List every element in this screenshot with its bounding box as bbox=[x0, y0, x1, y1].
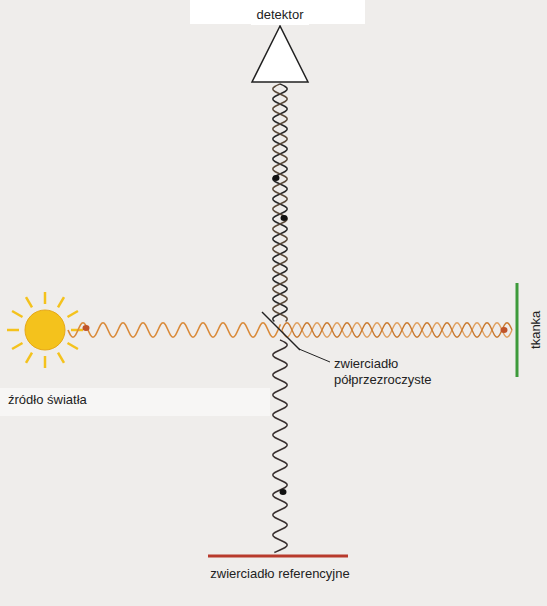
light-wave bbox=[282, 323, 512, 337]
sun-ray bbox=[68, 311, 78, 317]
reference-mirror bbox=[208, 555, 348, 558]
light-wave bbox=[273, 84, 287, 322]
label-panel bbox=[0, 388, 270, 416]
label-panel bbox=[190, 0, 365, 24]
photon-dot bbox=[83, 325, 90, 331]
light-wave bbox=[273, 84, 287, 322]
sun-ray bbox=[44, 356, 47, 368]
sun-ray bbox=[44, 292, 47, 304]
sun-ray bbox=[26, 353, 32, 363]
leader-line bbox=[299, 349, 330, 362]
sun-ray bbox=[58, 353, 64, 363]
photon-dot bbox=[273, 175, 280, 181]
light-wave bbox=[68, 323, 281, 337]
tissue-line bbox=[516, 283, 519, 377]
light-wave bbox=[273, 340, 287, 553]
sun-ray bbox=[7, 329, 19, 332]
sun-ray bbox=[12, 311, 22, 317]
sun-ray bbox=[26, 297, 32, 307]
photon-dot bbox=[280, 489, 287, 495]
sun-ray bbox=[12, 343, 22, 349]
label: detektor bbox=[251, 5, 310, 25]
beam-splitter bbox=[262, 312, 300, 350]
light-source bbox=[7, 292, 83, 368]
label: źródło światła bbox=[8, 392, 87, 408]
sun-ray bbox=[58, 297, 64, 307]
label: tkanka bbox=[528, 311, 544, 349]
sun-ray bbox=[68, 343, 78, 349]
label: zwierciadło półprzezroczyste bbox=[334, 356, 444, 387]
label: zwierciadło referencyjne bbox=[210, 566, 349, 582]
light-waves bbox=[68, 84, 512, 553]
photon-dot bbox=[281, 215, 288, 221]
light-wave bbox=[282, 323, 512, 337]
photon-dot bbox=[501, 327, 508, 333]
sun-disc bbox=[25, 310, 65, 350]
detector-arrow bbox=[252, 26, 308, 82]
